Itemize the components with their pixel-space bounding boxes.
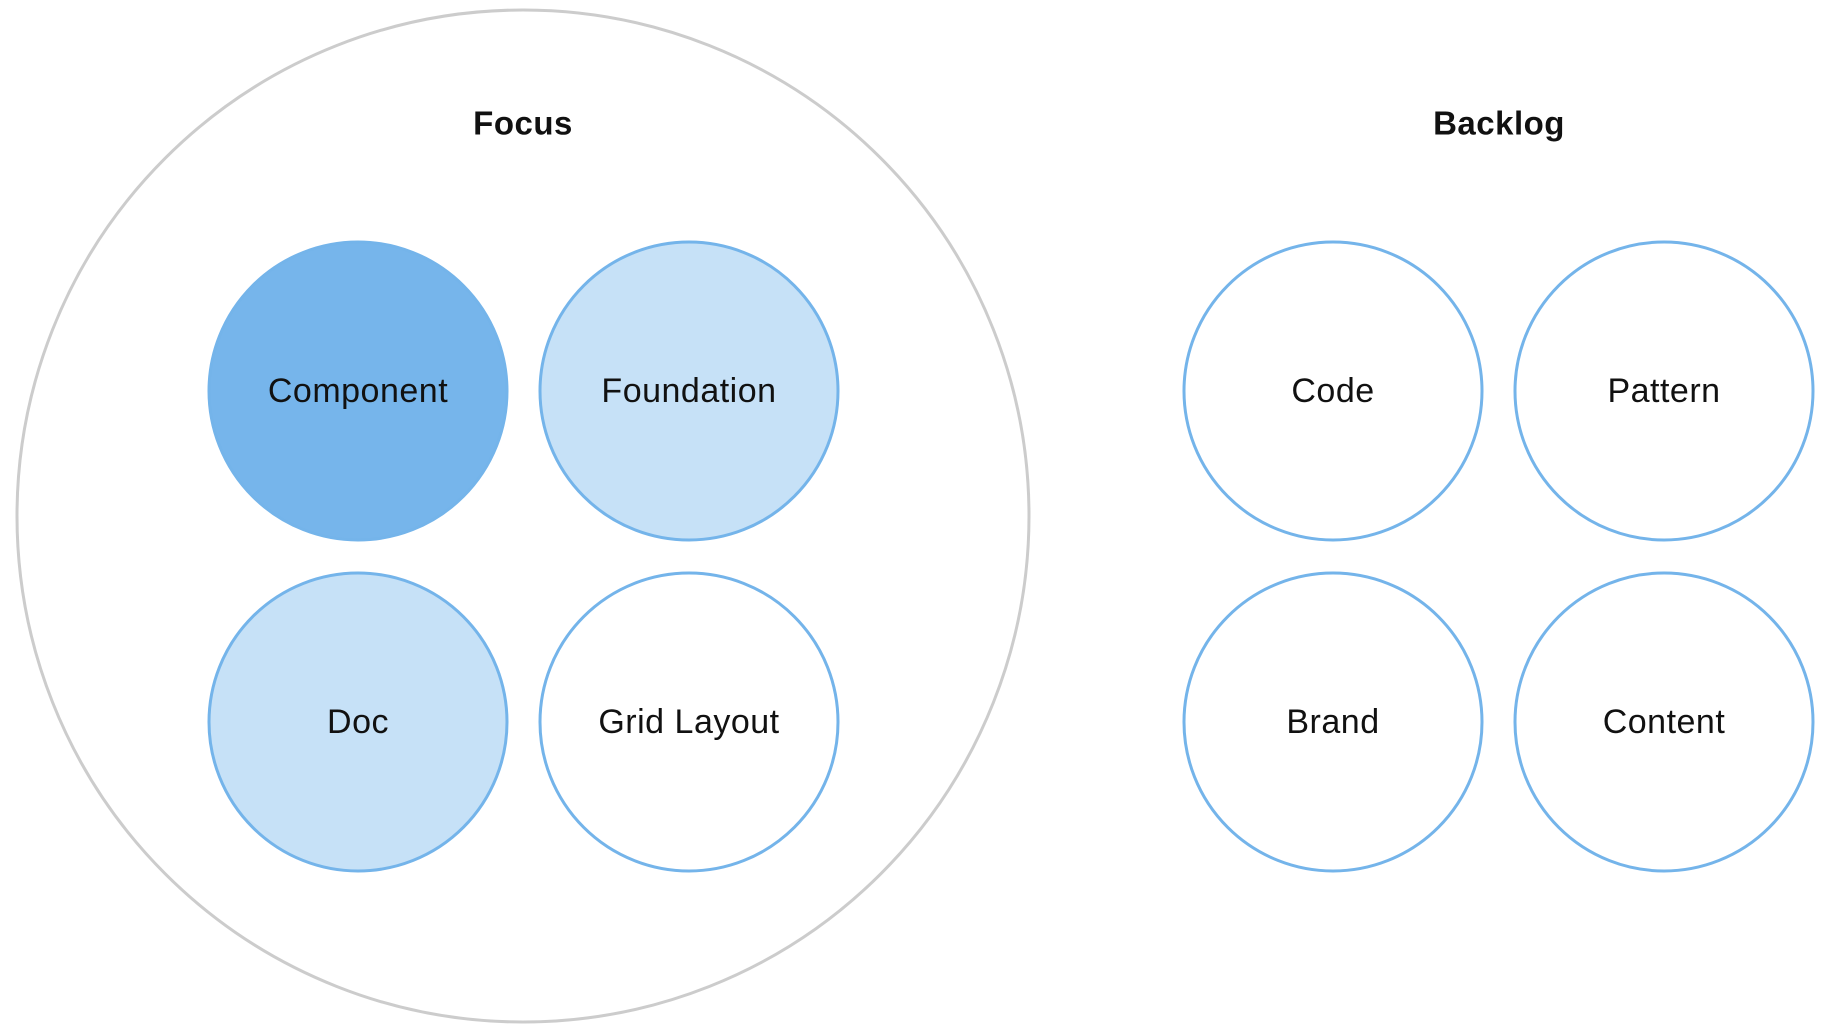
focus-title: Focus <box>473 105 573 142</box>
backlog-title: Backlog <box>1433 105 1565 142</box>
focus-item-label: Doc <box>327 703 389 741</box>
focus-container-circle <box>15 8 1031 1024</box>
focus-item-circle <box>207 240 509 542</box>
backlog-item-circle <box>1513 571 1815 873</box>
backlog-item-circle <box>1513 240 1815 542</box>
focus-item-label: Foundation <box>601 372 776 410</box>
focus-item-circle <box>538 571 840 873</box>
focus-item-foundation[interactable]: Foundation <box>538 240 840 542</box>
backlog-item-code[interactable]: Code <box>1182 240 1484 542</box>
focus-item-circle <box>538 240 840 542</box>
backlog-item-label: Brand <box>1286 703 1379 741</box>
focus-item-label: Component <box>268 372 448 410</box>
backlog-item-label: Code <box>1291 372 1374 410</box>
focus-item-grid-layout[interactable]: Grid Layout <box>538 571 840 873</box>
backlog-item-brand[interactable]: Brand <box>1182 571 1484 873</box>
backlog-item-circle <box>1182 240 1484 542</box>
backlog-item-pattern[interactable]: Pattern <box>1513 240 1815 542</box>
backlog-item-label: Pattern <box>1607 372 1720 410</box>
backlog-item-label: Content <box>1603 703 1726 741</box>
backlog-group: Backlog Code Pattern Brand Content <box>1182 105 1815 873</box>
focus-group: Focus Component Foundation Doc Grid Layo… <box>15 8 1031 1024</box>
focus-item-circle <box>207 571 509 873</box>
focus-item-label: Grid Layout <box>598 703 779 741</box>
focus-item-component[interactable]: Component <box>207 240 509 542</box>
backlog-item-content[interactable]: Content <box>1513 571 1815 873</box>
backlog-item-circle <box>1182 571 1484 873</box>
focus-item-doc[interactable]: Doc <box>207 571 509 873</box>
